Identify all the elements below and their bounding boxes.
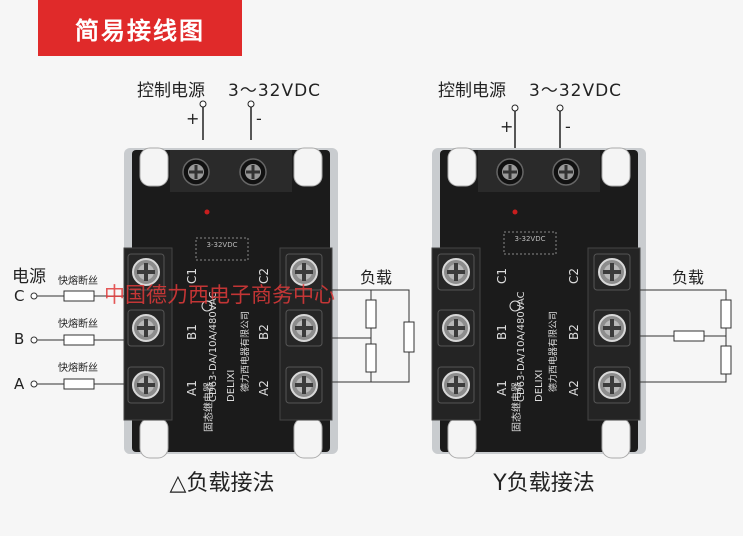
fuse-label-a: 快熔断丝 (58, 361, 98, 374)
terminal-c2-2: C2 (567, 268, 581, 284)
terminal-b1: B1 (185, 324, 199, 340)
terminal-a2-2: A2 (567, 380, 581, 396)
relay-name-2: 固态继电器 (510, 382, 523, 432)
fuse-label-b: 快熔断丝 (58, 317, 98, 330)
terminal-a1: A1 (185, 380, 199, 396)
load-label-delta: 负载 (360, 268, 392, 287)
caption-delta: △负载接法 (170, 471, 275, 496)
control-label: 控制电源 (137, 81, 205, 101)
phase-a: A (14, 375, 25, 393)
fuse-label-c: 快熔断丝 (58, 274, 98, 287)
plus-sign: + (186, 109, 199, 128)
terminal-c1: C1 (185, 268, 199, 284)
terminal-b1-2: B1 (495, 324, 509, 340)
plus-sign-2: + (500, 117, 513, 136)
load-label-wye: 负载 (672, 268, 704, 287)
control-voltage-2: 3～32VDC (529, 81, 622, 101)
control-label-2: 控制电源 (438, 81, 506, 101)
terminal-b2: B2 (257, 324, 271, 340)
dc-mark: 3-32VDC (207, 241, 238, 249)
terminal-c2: C2 (257, 268, 271, 284)
phase-c: C (14, 287, 24, 305)
phase-b: B (14, 330, 24, 348)
page-title: 简易接线图 (38, 0, 242, 56)
control-voltage: 3～32VDC (228, 81, 321, 101)
relay-delta: 控制电源 3～32VDC + - 3-32VDC (12, 81, 415, 496)
terminal-a1-2: A1 (495, 380, 509, 396)
relay-model-2: CD63-DA/10A/480VAC (516, 291, 527, 402)
watermark: 中国德力西电子商务中心 (104, 283, 335, 307)
relay-name: 固态继电器 (202, 382, 215, 432)
caption-wye: Y负载接法 (492, 471, 594, 496)
power-source-label: 电源 (12, 267, 46, 287)
relay-wye: 控制电源 3～32VDC + - 3-32VDC (431, 81, 732, 496)
terminal-c1-2: C1 (495, 268, 509, 284)
relay-maker: 德力西电器有限公司 (239, 311, 251, 392)
relay-maker-2: 德力西电器有限公司 (547, 311, 559, 392)
terminal-b2-2: B2 (567, 324, 581, 340)
minus-sign: - (256, 109, 262, 128)
minus-sign-2: - (565, 117, 571, 136)
relay-brand-2: DELIXI (534, 370, 545, 402)
relay-model: CD63-DA/10A/480VAC (208, 291, 219, 402)
terminal-a2: A2 (257, 380, 271, 396)
dc-mark-2: 3-32VDC (515, 235, 546, 243)
relay-brand: DELIXI (226, 370, 237, 402)
